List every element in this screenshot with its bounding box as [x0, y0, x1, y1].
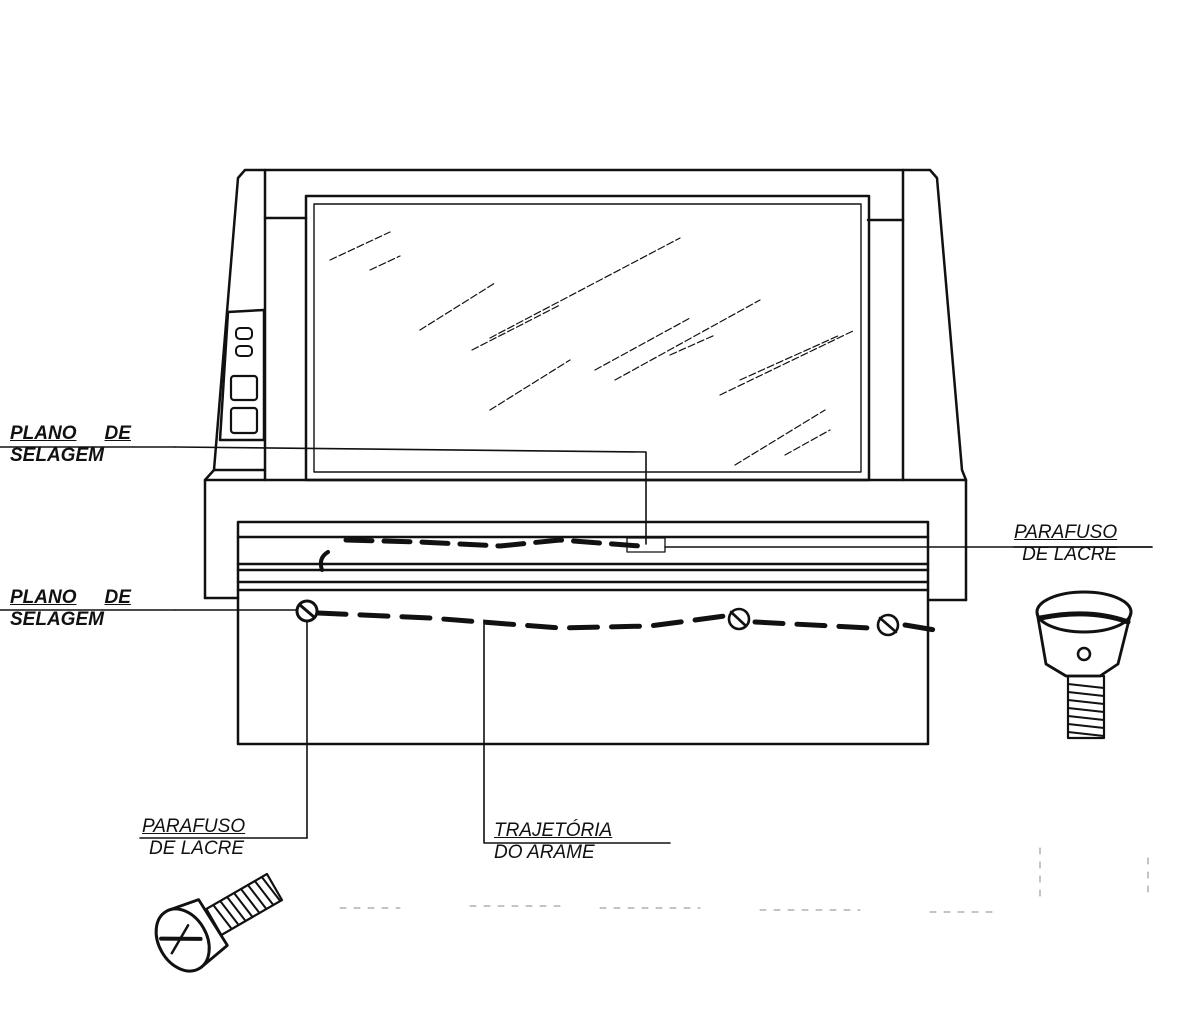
label-line: SELAGEM	[10, 445, 104, 466]
label-word: PLANO	[10, 423, 77, 444]
label-word: PLANO	[10, 587, 77, 608]
label-line: PARAFUSO	[142, 816, 246, 837]
slotted-screw-head-icon	[876, 613, 900, 637]
label-parafuso-lacre-bottom: PARAFUSO DE LACRE	[142, 816, 245, 860]
slotted-screw-head-icon	[727, 607, 751, 631]
label-parafuso-lacre-right: PARAFUSO DE LACRE	[1014, 522, 1117, 566]
slotted-screw-head-icon	[295, 599, 319, 623]
label-word: DE	[104, 587, 131, 608]
label-line: DE LACRE	[149, 838, 245, 859]
label-line: SELAGEM	[10, 609, 104, 630]
leader-lines	[0, 446, 1153, 844]
label-line: DO ARAME	[494, 842, 595, 863]
label-line: TRAJETÓRIA	[494, 820, 613, 841]
wire-path-upper	[343, 537, 643, 549]
lower-module	[203, 520, 968, 746]
label-plano-selagem-top: PLANO DE SELAGEM	[10, 423, 131, 467]
label-trajetoria-arame: TRAJETÓRIA DO ARAME	[494, 820, 612, 864]
wire-path-lower	[315, 610, 938, 633]
seal-screw-icon	[1035, 590, 1133, 740]
label-word: DE	[104, 423, 131, 444]
label-line: DE LACRE	[1022, 544, 1118, 565]
side-control-panel	[218, 308, 266, 442]
scan-noise	[339, 847, 1149, 913]
display-glass-icon	[304, 194, 871, 482]
seal-screw-icon	[154, 872, 284, 973]
label-plano-selagem-left: PLANO DE SELAGEM	[10, 587, 131, 631]
device-upper-housing	[203, 168, 968, 602]
label-line: PARAFUSO	[1014, 522, 1118, 543]
